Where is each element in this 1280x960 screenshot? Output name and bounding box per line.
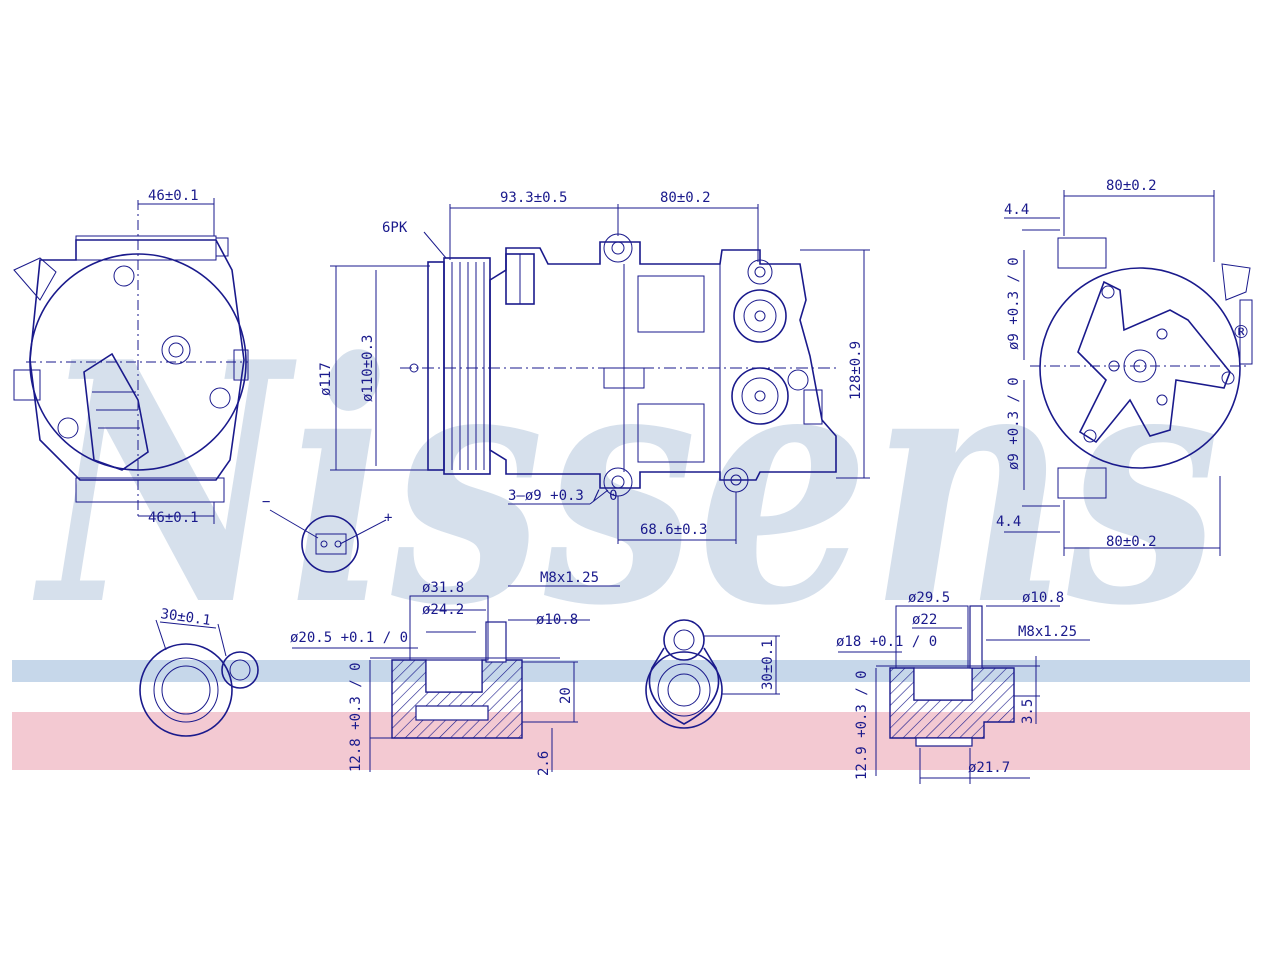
compressor-side-view <box>330 204 870 544</box>
dim-right-hole-bottom: ø9 +0.3 / 0 <box>1006 377 1022 470</box>
dim-port3-d2: ø22 <box>912 612 937 628</box>
dim-body-span: 80±0.2 <box>660 190 711 206</box>
connector-plus: + <box>384 510 392 526</box>
dim-port1-height: 12.8 +0.3 / 0 <box>348 662 364 772</box>
dim-port3-bolt: ø10.8 <box>1022 590 1064 606</box>
dim-port3-height: 12.9 +0.3 / 0 <box>854 670 870 780</box>
dim-port3-thread: M8x1.25 <box>1018 624 1077 640</box>
dim-port3-d3: ø18 +0.1 / 0 <box>836 634 937 650</box>
pink-band <box>12 712 1250 770</box>
dim-port1-width: 30±0.1 <box>159 606 211 629</box>
dim-mount-spacing: 68.6±0.3 <box>640 522 707 538</box>
dim-port3-d1: ø29.5 <box>908 590 950 606</box>
dim-port1-thread: M8x1.25 <box>540 570 599 586</box>
registered-mark: ® <box>1232 322 1250 343</box>
right-end-view <box>1004 190 1253 556</box>
dim-port3-step: 3.5 <box>1020 699 1036 724</box>
dim-body-offset: 93.3±0.5 <box>500 190 567 206</box>
dim-port1-d2: ø24.2 <box>422 602 464 618</box>
brand-watermark: Nissens <box>32 290 1220 678</box>
left-end-view <box>13 198 249 524</box>
port-detail-1 <box>139 619 259 737</box>
dim-right-bottom-width: 80±0.2 <box>1106 534 1157 550</box>
dim-left-top-width: 46±0.1 <box>148 188 199 204</box>
dim-right-top-width: 80±0.2 <box>1106 178 1157 194</box>
dim-right-bottom-offset: 4.4 <box>996 514 1021 530</box>
connector-minus: − <box>262 494 270 510</box>
port-detail-2 <box>645 619 780 729</box>
port-section-2 <box>838 605 1090 784</box>
dim-port1-d3: ø20.5 +0.1 / 0 <box>290 630 408 646</box>
dim-port3-bottom: ø21.7 <box>968 760 1010 776</box>
dim-height: 128±0.9 <box>848 341 864 400</box>
dim-port2-width: 30±0.1 <box>760 639 776 690</box>
dim-pulley-outer: ø117 <box>318 362 334 396</box>
dim-pulley-inner: ø110±0.3 <box>360 335 376 402</box>
dim-belt-6pk: 6PK <box>382 220 408 236</box>
dim-port1-d1: ø31.8 <box>422 580 464 596</box>
dim-left-bottom-width: 46±0.1 <box>148 510 199 526</box>
dim-port1-depth: 20 <box>558 687 574 704</box>
dim-port1-bolt: ø10.8 <box>536 612 578 628</box>
port-section-1 <box>292 585 620 772</box>
dim-mount-holes: 3–ø9 +0.3 / 0 <box>508 488 618 504</box>
dim-right-hole-top: ø9 +0.3 / 0 <box>1006 257 1022 350</box>
electrical-connector <box>269 509 387 573</box>
dim-right-top-offset: 4.4 <box>1004 202 1029 218</box>
dim-port1-step: 2.6 <box>536 751 552 776</box>
